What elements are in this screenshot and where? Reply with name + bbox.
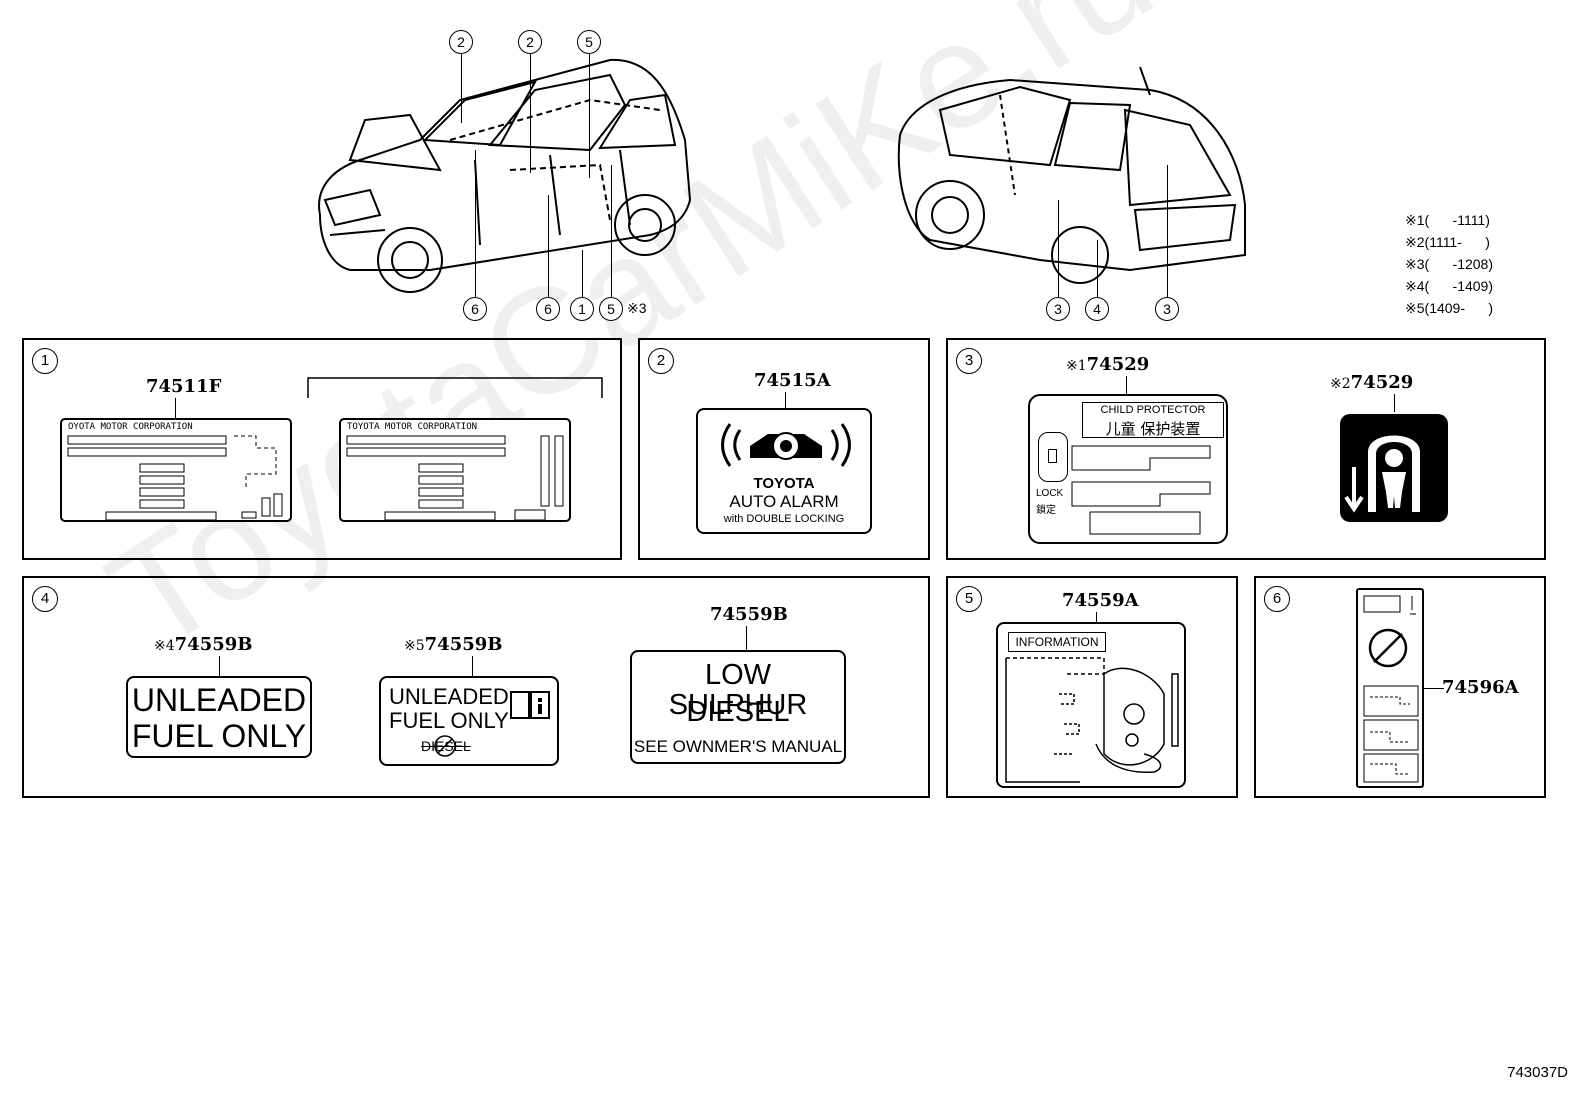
panel-2: 2 74515A TOYOTA AUTO ALARM with DOUBLE L… xyxy=(638,338,930,560)
front-callout-2a: 2 xyxy=(449,30,473,54)
variant-notes: ※1( -1111) ※2(1111- ) ※3( -1208) ※4( -14… xyxy=(1405,212,1493,317)
variant-note-4: ※4( -1409) xyxy=(1405,278,1493,294)
lock-text-jp: 鎖定 xyxy=(1036,505,1056,516)
unleaded-line1: UNLEADED xyxy=(131,682,307,718)
no-diesel-icon xyxy=(434,735,456,757)
manual-book-icon xyxy=(510,691,550,719)
information-title: INFORMATION xyxy=(1008,632,1106,652)
panel-1-right-fields xyxy=(346,435,564,521)
alarm-line2: with DOUBLE LOCKING xyxy=(723,513,845,525)
variant-note-1: ※1( -1111) xyxy=(1405,212,1490,228)
variant-note-5: ※5(1409- ) xyxy=(1405,300,1493,316)
variant-note-3: ※3( -1208) xyxy=(1405,256,1493,272)
front-car-illustration xyxy=(318,58,692,293)
panel-2-alarm-label: TOYOTA AUTO ALARM with DOUBLE LOCKING xyxy=(696,408,872,534)
alarm-car-icon xyxy=(721,423,851,467)
panel-1-maker-right: TOYOTA MOTOR CORPORATION xyxy=(347,422,478,432)
information-engine-diagram xyxy=(1005,657,1179,783)
child-protector-en: CHILD PROTECTOR xyxy=(1100,404,1206,416)
panel-5-index: 5 xyxy=(956,586,982,612)
unleaded-b-line2: FUEL ONLY xyxy=(389,708,509,733)
alarm-line1: AUTO ALARM xyxy=(729,492,839,511)
child-protector-cn: 儿童 保护装置 xyxy=(1105,420,1201,438)
panel-4-part-b: ※574559B xyxy=(404,634,503,655)
low-sulphur-diesel-label: LOW SULPHUR DIESEL SEE OWNMER'S MANUAL xyxy=(630,650,846,764)
airbag-warning-art xyxy=(1363,595,1419,783)
lock-switch-icon xyxy=(1038,432,1068,482)
information-label: INFORMATION xyxy=(996,622,1186,788)
panel-1-index: 1 xyxy=(32,348,58,374)
diagram-id: 743037D xyxy=(1507,1064,1568,1081)
front-callout-5-top: 5 xyxy=(577,30,601,54)
low-sulphur-line1: LOW SULPHUR xyxy=(668,659,808,722)
front-callout-2b: 2 xyxy=(518,30,542,54)
front-callout-6a: 6 xyxy=(463,297,487,321)
unleaded-line2: FUEL ONLY xyxy=(131,718,307,754)
panel-1-label-right: TOYOTA MOTOR CORPORATION xyxy=(339,418,571,522)
panel-1-bracket xyxy=(307,377,603,398)
unleaded-diesel-label: UNLEADED FUEL ONLY DIESEL xyxy=(379,676,559,766)
variant-note-2: ※2(1111- ) xyxy=(1405,234,1490,250)
panel-1-part-number: 74511F xyxy=(146,376,222,397)
lock-text: LOCK xyxy=(1036,488,1064,499)
rear-callout-3b: 3 xyxy=(1155,297,1179,321)
panel-2-part-number: 74515A xyxy=(754,370,831,391)
panel-5-part-number: 74559A xyxy=(1062,590,1139,611)
child-lock-pictogram-icon xyxy=(1340,414,1448,522)
panel-5: 5 74559A INFORMATION xyxy=(946,576,1238,798)
panel-3-part-b: ※274529 xyxy=(1330,372,1414,393)
child-protector-fields xyxy=(1071,445,1211,535)
child-protector-title-box: CHILD PROTECTOR 儿童 保护装置 xyxy=(1082,402,1224,438)
panel-1-maker-left: OYOTA MOTOR CORPORATION xyxy=(68,422,193,432)
panel-4-part-c: 74559B xyxy=(710,604,788,625)
panel-3-part-a: ※174529 xyxy=(1066,354,1150,375)
unleaded-fuel-label: UNLEADED FUEL ONLY xyxy=(126,676,312,758)
front-callout-1: 1 xyxy=(570,297,594,321)
panel-1-left-fields xyxy=(67,435,283,521)
front-callout-note: ※3 xyxy=(627,300,647,316)
panel-6: 6 74596A xyxy=(1254,576,1546,798)
low-sulphur-line3: SEE OWNMER'S MANUAL xyxy=(633,737,843,756)
panel-1-label-left: OYOTA MOTOR CORPORATION xyxy=(60,418,292,522)
alarm-brand: TOYOTA xyxy=(753,475,815,492)
panel-6-index: 6 xyxy=(1264,586,1290,612)
front-callout-6b: 6 xyxy=(536,297,560,321)
panel-6-part-number: 74596A xyxy=(1442,677,1519,698)
panel-4-part-a: ※474559B xyxy=(154,634,253,655)
panel-3: 3 ※174529 CHILD PROTECTOR 儿童 保护装置 LOCK 鎖… xyxy=(946,338,1546,560)
panel-3-index: 3 xyxy=(956,348,982,374)
airbag-warning-label xyxy=(1356,588,1424,788)
unleaded-b-line1: UNLEADED xyxy=(389,684,509,709)
low-sulphur-line2: DIESEL xyxy=(686,696,790,728)
panel-4: 4 ※474559B UNLEADED FUEL ONLY ※574559B U… xyxy=(22,576,930,798)
panel-3-child-protector-label: CHILD PROTECTOR 儿童 保护装置 LOCK 鎖定 xyxy=(1028,394,1228,544)
rear-callout-4: 4 xyxy=(1085,297,1109,321)
rear-car-illustration xyxy=(897,66,1246,284)
panel-1: 1 74511F OYOTA MOTOR CORPORATION TOYOTA … xyxy=(22,338,622,560)
front-callout-5-bottom: 5 xyxy=(599,297,623,321)
panel-4-index: 4 xyxy=(32,586,58,612)
rear-callout-3a: 3 xyxy=(1046,297,1070,321)
panel-2-index: 2 xyxy=(648,348,674,374)
